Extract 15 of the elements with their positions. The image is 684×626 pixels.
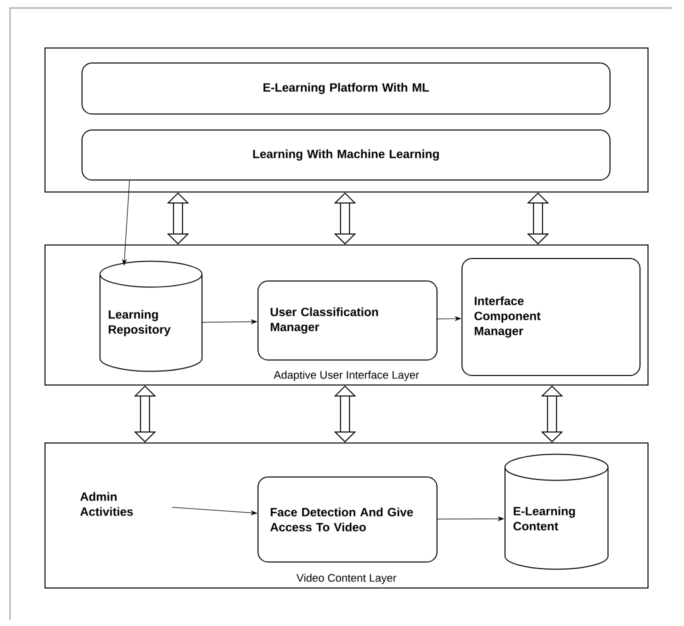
process-box: Interface Component Manager [462, 258, 640, 376]
database-cylinder: E-Learning Content [504, 454, 609, 570]
block-arrow [334, 386, 356, 442]
block-arrow [134, 386, 156, 442]
block-arrow [334, 192, 356, 244]
title-box: E-Learning Platform With ML [82, 62, 610, 114]
layer-box [44, 48, 648, 192]
actor-label: Admin Activities [80, 492, 133, 516]
database-cylinder: Learning Repository [100, 260, 202, 372]
block-arrow [166, 192, 190, 244]
block-arrow [540, 386, 564, 442]
process-box: Face Detection And Give Access To Video [258, 476, 438, 562]
block-arrow [526, 192, 550, 244]
module-box: Learning With Machine Learning [82, 130, 610, 180]
process-box: User Classification Manager [258, 280, 438, 360]
